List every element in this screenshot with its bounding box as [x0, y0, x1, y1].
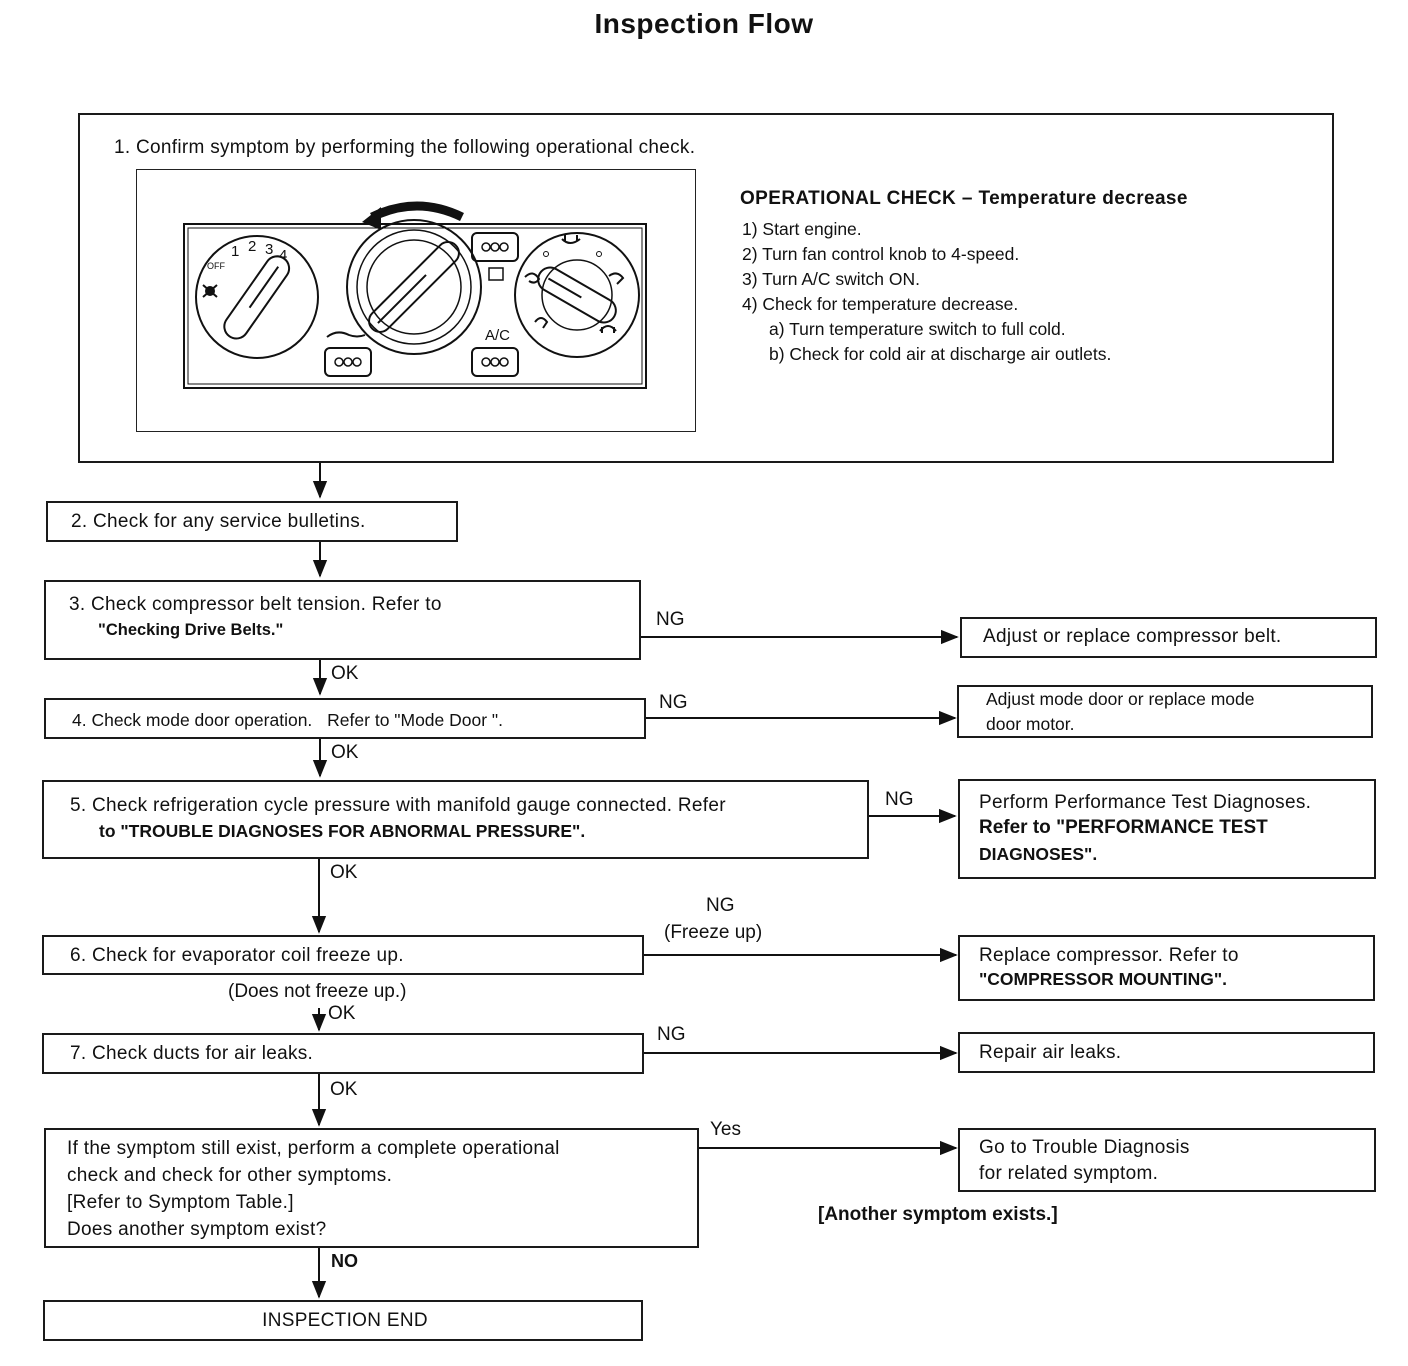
ng-label-7: NG [657, 1024, 686, 1045]
fan-mark-off: OFF [207, 261, 225, 271]
temperature-knob-pointer [368, 241, 460, 333]
ok-label-7: OK [330, 1079, 358, 1100]
control-panel-illustration [183, 201, 647, 389]
ng-label-4: NG [659, 692, 688, 713]
step-7-box: 7. Check ducts for air leaks. [42, 1033, 644, 1074]
action-3-text: Adjust or replace compressor belt. [983, 626, 1282, 647]
step-6-box: 6. Check for evaporator coil freeze up. [42, 935, 644, 975]
step-4-text: 4. Check mode door operation. Refer to "… [72, 710, 503, 731]
op-item: 1) Start engine. [742, 219, 862, 239]
yes-label: Yes [710, 1119, 741, 1140]
op-subitem: b) Check for cold air at discharge air o… [769, 344, 1112, 364]
step-2-box: 2. Check for any service bulletins. [46, 501, 458, 542]
ok-label-5: OK [330, 862, 358, 883]
recirculation-icon [326, 331, 366, 338]
step-1-heading: 1. Confirm symptom by performing the fol… [114, 137, 696, 158]
step-8-line: check and check for other symptoms. [67, 1165, 393, 1186]
step-5-line1: 5. Check refrigeration cycle pressure wi… [70, 795, 726, 816]
step-4-label: 4. Check mode door operation. [72, 710, 313, 730]
page-title: Inspection Flow [594, 8, 814, 39]
step-6-text: 6. Check for evaporator coil freeze up. [70, 945, 404, 966]
action-4-line1: Adjust mode door or replace mode [986, 689, 1255, 709]
ok-label-4: OK [331, 742, 359, 763]
vent-icon [561, 235, 581, 244]
fan-knob-pointer [223, 255, 291, 340]
temperature-knob [346, 219, 482, 355]
fan-mark-1: 1 [231, 243, 240, 260]
action-4-line2: door motor. [986, 714, 1075, 734]
step-8-line: Does another symptom exist? [67, 1219, 327, 1240]
action-5-line3: DIAGNOSES". [979, 844, 1098, 864]
ng-label-3: NG [656, 609, 685, 630]
op-subitem: a) Turn temperature switch to full cold. [769, 319, 1066, 339]
operational-check-title: OPERATIONAL CHECK – Temperature decrease [740, 188, 1188, 209]
step-2-text: 2. Check for any service bulletins. [71, 511, 366, 532]
action-4-box: Adjust mode door or replace mode door mo… [957, 685, 1373, 738]
bi-level-icon [524, 272, 541, 284]
ac-button [471, 347, 519, 377]
step-5-line2: to "TROUBLE DIAGNOSES FOR ABNORMAL PRESS… [99, 821, 586, 841]
step-4-box: 4. Check mode door operation. Refer to "… [44, 698, 646, 739]
action-6-box: Replace compressor. Refer to "COMPRESSOR… [958, 935, 1375, 1001]
step-7-text: 7. Check ducts for air leaks. [70, 1043, 314, 1064]
action-8-line1: Go to Trouble Diagnosis [979, 1137, 1190, 1158]
rear-defrost-icon [488, 267, 504, 281]
op-item: 2) Turn fan control knob to 4-speed. [742, 244, 1020, 264]
not-freeze-label: (Does not freeze up.) [228, 981, 407, 1002]
action-5-line1: Perform Performance Test Diagnoses. [979, 792, 1312, 813]
foot-icon [608, 272, 625, 285]
action-6-line1: Replace compressor. Refer to [979, 945, 1239, 966]
ng-label-6: NG [706, 895, 735, 916]
another-symptom-label: [Another symptom exists.] [818, 1204, 1058, 1225]
action-5-line2: Refer to "PERFORMANCE TEST [979, 817, 1268, 839]
action-5-ref: Refer to "PERFORMANCE TEST [979, 817, 1268, 838]
action-8-box: Go to Trouble Diagnosis for related symp… [958, 1128, 1376, 1192]
action-6-line2: "COMPRESSOR MOUNTING". [979, 969, 1227, 989]
step-3-box: 3. Check compressor belt tension. Refer … [44, 580, 641, 660]
inspection-end-text: INSPECTION END [262, 1310, 428, 1331]
ac-label: A/C [485, 327, 511, 344]
control-panel-frame: OFF 1 2 3 4 A/C [136, 169, 696, 432]
step-8-line: [Refer to Symptom Table.] [67, 1192, 294, 1213]
action-8-line2: for related symptom. [979, 1163, 1159, 1184]
operational-check-list: 1) Start engine. 2) Turn fan control kno… [742, 217, 1111, 367]
fan-knob [195, 235, 319, 359]
inspection-end-box: INSPECTION END [43, 1300, 643, 1341]
step-5-box: 5. Check refrigeration cycle pressure wi… [42, 780, 869, 859]
op-item: 4) Check for temperature decrease. [742, 294, 1019, 314]
recirculation-button [471, 232, 519, 262]
fan-mark-4: 4 [279, 247, 288, 264]
step-4-ref: Refer to "Mode Door ". [327, 710, 504, 730]
recirculation-mode-button [324, 347, 372, 377]
action-3-box: Adjust or replace compressor belt. [960, 617, 1377, 658]
ng-label-5: NG [885, 789, 914, 810]
step-8-box: If the symptom still exist, perform a co… [44, 1128, 699, 1248]
fan-icon [202, 284, 218, 298]
defrost-icon [599, 325, 617, 333]
action-7-box: Repair air leaks. [958, 1032, 1375, 1073]
step-1-box: 1. Confirm symptom by performing the fol… [78, 113, 1334, 463]
op-item: 3) Turn A/C switch ON. [742, 269, 920, 289]
step-3-line2: "Checking Drive Belts." [98, 621, 284, 639]
step-8-line: If the symptom still exist, perform a co… [67, 1138, 560, 1159]
rotate-arrow-icon [370, 201, 464, 222]
mode-knob [514, 232, 640, 358]
action-5-box: Perform Performance Test Diagnoses. Refe… [958, 779, 1376, 879]
action-7-text: Repair air leaks. [979, 1042, 1122, 1063]
ok-label-3: OK [331, 663, 359, 684]
fan-mark-3: 3 [265, 241, 274, 258]
no-label: NO [331, 1251, 358, 1271]
ok-label-6: OK [328, 1003, 356, 1024]
step-3-line1: 3. Check compressor belt tension. Refer … [69, 594, 442, 615]
fan-mark-2: 2 [248, 238, 257, 255]
freeze-up-label: (Freeze up) [664, 922, 763, 943]
mode-knob-pointer [537, 266, 617, 324]
